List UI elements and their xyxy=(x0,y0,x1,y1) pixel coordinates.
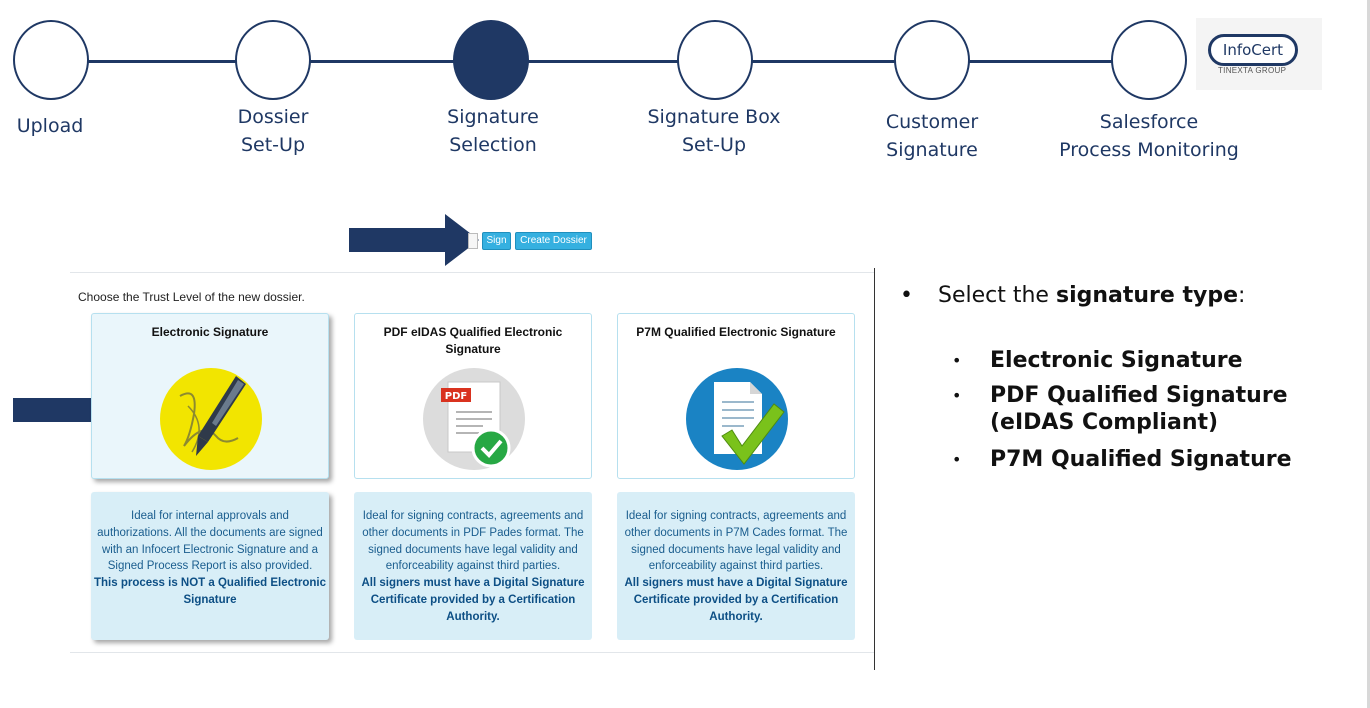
pen-signature-icon xyxy=(160,368,262,470)
arrow-right-icon xyxy=(349,214,479,266)
step-label-line2: Set-Up xyxy=(240,134,306,156)
step-label-line1: Signature xyxy=(447,106,539,128)
logo-wordmark: InfoCert xyxy=(1208,34,1298,66)
step-label-line1: Signature Box xyxy=(647,106,781,128)
card-description-text: Ideal for signing contracts, agreements … xyxy=(362,510,584,573)
panel-divider xyxy=(70,652,875,653)
step-label-line1: Customer xyxy=(885,111,979,133)
stepper-line xyxy=(50,60,1150,63)
pdf-document-check-icon: PDF xyxy=(423,368,525,470)
panel-title: Choose the Trust Level of the new dossie… xyxy=(78,290,305,304)
bullet-dot: • xyxy=(952,351,962,370)
notes-intro: • Select the signature type: xyxy=(900,283,1245,308)
card-description-note: All signers must have a Digital Signatur… xyxy=(624,577,848,623)
sign-button[interactable]: Sign xyxy=(482,232,511,250)
step-label-line2: Selection xyxy=(449,134,537,156)
vertical-divider xyxy=(874,268,875,670)
step-label-line2: Set-Up xyxy=(681,134,747,156)
toolbar-control[interactable] xyxy=(468,233,478,249)
step-label-line2: Process Monitoring xyxy=(1059,139,1239,161)
card-title: P7M Qualified Electronic Signature xyxy=(636,325,836,339)
step-label-line2: Signature xyxy=(886,139,978,161)
card-title: PDF eIDAS Qualified Electronic Signature xyxy=(383,325,563,356)
intro-bold: signature type xyxy=(1055,283,1238,308)
card-description: Ideal for signing contracts, agreements … xyxy=(617,492,855,640)
step-label-line1: Salesforce xyxy=(1099,111,1199,133)
step-label: Upload xyxy=(16,115,84,137)
card-description: Ideal for signing contracts, agreements … xyxy=(354,492,592,640)
create-dossier-button[interactable]: Create Dossier xyxy=(515,232,592,250)
step-circle[interactable] xyxy=(677,20,753,100)
step-circle[interactable] xyxy=(235,20,311,100)
logo-subtitle: TINEXTA GROUP xyxy=(1218,66,1287,75)
step-circle[interactable] xyxy=(894,20,970,100)
note-text: P7M Qualified Signature xyxy=(990,447,1292,472)
intro-suffix: : xyxy=(1238,283,1246,308)
intro-prefix: Select the xyxy=(938,283,1056,308)
trust-level-card-p7m[interactable]: P7M Qualified Electronic Signature xyxy=(617,313,855,479)
step-circle[interactable] xyxy=(1111,20,1187,100)
card-description-text: Ideal for internal approvals and authori… xyxy=(97,510,323,573)
trust-level-card-pdf-eidas[interactable]: PDF eIDAS Qualified Electronic Signature… xyxy=(354,313,592,479)
note-text: Electronic Signature xyxy=(990,348,1243,373)
card-description-note: This process is NOT a Qualified Electron… xyxy=(94,577,326,606)
card-description-text: Ideal for signing contracts, agreements … xyxy=(624,510,848,573)
step-label-line1: Dossier xyxy=(237,106,309,128)
slide-edge xyxy=(1367,0,1370,708)
note-text: PDF Qualified Signature xyxy=(990,383,1288,408)
document-checkmark-icon xyxy=(686,368,788,470)
card-description-note: All signers must have a Digital Signatur… xyxy=(361,577,585,623)
bullet-dot: • xyxy=(952,450,962,469)
trust-level-card-electronic[interactable]: Electronic Signature xyxy=(91,313,329,479)
card-title: Electronic Signature xyxy=(151,325,269,339)
panel-divider xyxy=(70,272,875,273)
step-circle[interactable] xyxy=(13,20,89,100)
bullet-dot: • xyxy=(952,386,962,405)
svg-text:PDF: PDF xyxy=(445,391,467,402)
infocert-logo: InfoCert TINEXTA GROUP xyxy=(1196,18,1322,90)
bullet-dot: • xyxy=(900,283,913,308)
step-circle-active[interactable] xyxy=(453,20,529,100)
note-text: (eIDAS Compliant) xyxy=(990,410,1219,435)
card-description: Ideal for internal approvals and authori… xyxy=(91,492,329,640)
